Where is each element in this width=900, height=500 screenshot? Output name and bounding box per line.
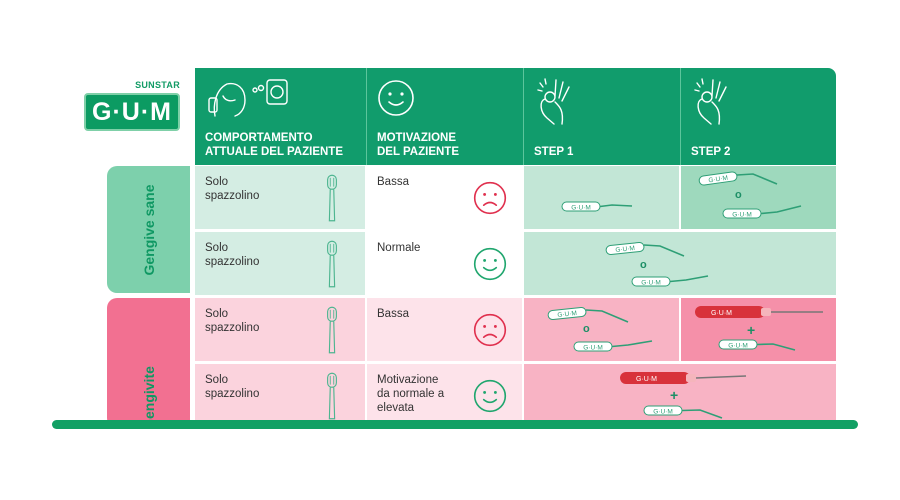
behavior-cell: Solo spazzolino bbox=[195, 364, 365, 427]
plus-separator: + bbox=[670, 387, 678, 403]
motivation-cell: Bassa bbox=[367, 298, 522, 361]
table-row: Solo spazzolino Bassa G·U·M o G·U·M G·U·… bbox=[195, 298, 836, 361]
tool-brand-mark: G·U·M bbox=[615, 245, 635, 254]
motivation-cell: Motivazione da normale a elevata bbox=[367, 364, 522, 427]
step-1-cell: G·U·M o G·U·M bbox=[524, 298, 679, 361]
interdental-brush-icon: G·U·M o G·U·M bbox=[698, 171, 802, 219]
behavior-cell: Solo spazzolino bbox=[195, 166, 365, 229]
step-1-2-merged-cell: G·U·M o G·U·M bbox=[524, 232, 836, 295]
sad-face-icon bbox=[472, 312, 508, 348]
interdental-brush-icon: G·U·M bbox=[561, 201, 633, 212]
happy-face-icon bbox=[472, 246, 508, 282]
electric-interdental-brush-icon: G·U·M + G·U·M bbox=[620, 372, 747, 419]
behavior-text: Solo spazzolino bbox=[205, 242, 260, 268]
header-label-step-1: STEP 1 bbox=[534, 146, 574, 158]
tool-brand-mark: G·U·M bbox=[557, 310, 577, 319]
tool-brand-mark: G·U·M bbox=[728, 343, 748, 350]
happy-face-icon bbox=[472, 378, 508, 414]
behavior-text: Solo spazzolino bbox=[205, 176, 260, 202]
or-separator: o bbox=[735, 189, 742, 201]
motivation-cell: Normale bbox=[367, 232, 522, 295]
toothbrush-icon bbox=[325, 236, 339, 292]
motivation-text: Normale bbox=[377, 242, 421, 254]
logo-name: G·U·M bbox=[92, 97, 172, 126]
table-row: Solo spazzolino Normale G·U·M o G·U·M bbox=[195, 232, 836, 295]
header-label-behavior: COMPORTAMENTO ATTUALE DEL PAZIENTE bbox=[205, 132, 343, 158]
motivation-cell: Bassa bbox=[367, 166, 522, 229]
header-label-motivation: MOTIVAZIONE DEL PAZIENTE bbox=[377, 132, 459, 158]
step-2-cell: G·U·M o G·U·M bbox=[681, 166, 836, 229]
ok-hand-icon bbox=[534, 76, 578, 126]
toothbrush-icon bbox=[325, 170, 339, 226]
motivation-text: Bassa bbox=[377, 176, 409, 188]
step-1-2-merged-cell: G·U·M + G·U·M bbox=[524, 364, 836, 427]
tool-brand-mark: G·U·M bbox=[708, 175, 728, 185]
tool-brand-mark: G·U·M bbox=[583, 345, 603, 352]
group-label-text: Gengivite bbox=[140, 366, 157, 428]
tool-brand-mark: G·U·M bbox=[711, 310, 732, 317]
bottom-divider bbox=[52, 420, 858, 429]
toothbrush-icon bbox=[325, 302, 339, 358]
or-separator: o bbox=[640, 259, 647, 271]
logo-badge: G·U·M bbox=[84, 93, 180, 131]
step-2-cell: G·U·M + G·U·M bbox=[681, 298, 836, 361]
step-1-cell: G·U·M bbox=[524, 166, 679, 229]
header-cell-step-2: STEP 2 bbox=[680, 68, 837, 165]
toothbrush-icon bbox=[325, 368, 339, 424]
header-cell-behavior: COMPORTAMENTO ATTUALE DEL PAZIENTE bbox=[195, 68, 366, 165]
tool-brand-mark: G·U·M bbox=[732, 212, 752, 219]
interdental-brush-icon: G·U·M o G·U·M bbox=[605, 241, 709, 287]
motivation-text: Motivazione da normale a elevata bbox=[377, 374, 445, 414]
header-cell-step-1: STEP 1 bbox=[523, 68, 681, 165]
plus-separator: + bbox=[747, 322, 755, 338]
header-cell-motivation: MOTIVAZIONE DEL PAZIENTE bbox=[366, 68, 524, 165]
gum-logo: SUNSTAR G·U·M bbox=[82, 80, 182, 135]
motivation-text: Bassa bbox=[377, 308, 409, 320]
logo-brand-text: SUNSTAR bbox=[135, 80, 180, 90]
behavior-cell: Solo spazzolino bbox=[195, 232, 365, 295]
or-separator: o bbox=[583, 323, 590, 335]
patient-phone-icon bbox=[208, 79, 288, 117]
ok-hand-icon bbox=[691, 76, 735, 126]
behavior-cell: Solo spazzolino bbox=[195, 298, 365, 361]
interdental-brush-icon: G·U·M o G·U·M bbox=[547, 306, 653, 352]
group-label-gingivitis: Gengivite bbox=[107, 298, 190, 428]
sad-face-icon bbox=[472, 180, 508, 216]
header-label-step-2: STEP 2 bbox=[691, 146, 731, 158]
behavior-text: Solo spazzolino bbox=[205, 308, 260, 334]
table-header: COMPORTAMENTO ATTUALE DEL PAZIENTE MOTIV… bbox=[195, 68, 836, 165]
tool-brand-mark: G·U·M bbox=[571, 205, 591, 212]
electric-interdental-brush-icon: G·U·M + G·U·M bbox=[695, 306, 823, 351]
table-row: Solo spazzolino Bassa G·U·M G·U·M o G·U·… bbox=[195, 166, 836, 229]
table-row: Solo spazzolino Motivazione da normale a… bbox=[195, 364, 836, 427]
group-label-text: Gengive sane bbox=[140, 183, 157, 276]
group-label-healthy-gums: Gengive sane bbox=[107, 166, 190, 293]
behavior-text: Solo spazzolino bbox=[205, 374, 260, 400]
tool-brand-mark: G·U·M bbox=[653, 409, 673, 416]
tool-brand-mark: G·U·M bbox=[636, 376, 657, 383]
smile-icon bbox=[378, 80, 414, 116]
tool-brand-mark: G·U·M bbox=[641, 280, 661, 287]
